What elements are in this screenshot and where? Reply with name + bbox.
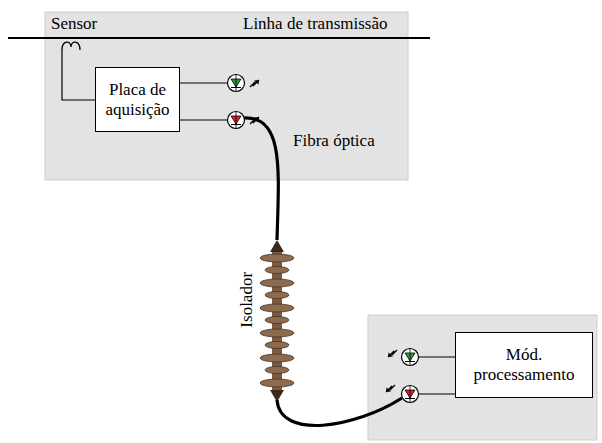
optical-fibre	[277, 398, 402, 426]
green-led	[402, 349, 419, 366]
node-text: Placa de aquisição	[102, 80, 173, 119]
light-reception	[388, 350, 397, 357]
light-emission	[250, 80, 259, 87]
sensor-coil	[62, 42, 80, 50]
optical-fibre	[244, 118, 278, 240]
ground-panel	[368, 315, 597, 440]
led-wire	[419, 393, 455, 394]
line-label: Linha de transmissão	[243, 14, 387, 34]
red-led	[228, 112, 245, 129]
process-box: Mód. processamento	[455, 332, 593, 398]
sensor-wire	[62, 50, 95, 100]
light-reception	[386, 385, 395, 392]
red-led	[402, 386, 419, 403]
led-wire	[180, 82, 227, 83]
led-wire	[180, 119, 227, 120]
node-text: Sensor	[51, 14, 97, 34]
led-wire	[419, 356, 455, 357]
green-led	[228, 75, 245, 92]
isolator-label: Isolador	[237, 272, 257, 328]
transmission-line	[8, 37, 430, 39]
fibre-label: Fibra óptica	[293, 131, 375, 151]
node-text: Mód. processamento	[462, 345, 586, 384]
isolator	[260, 240, 294, 402]
process-box: Placa de aquisição	[95, 67, 180, 132]
sensor-panel: SensorPlaca de aquisição	[45, 12, 408, 180]
